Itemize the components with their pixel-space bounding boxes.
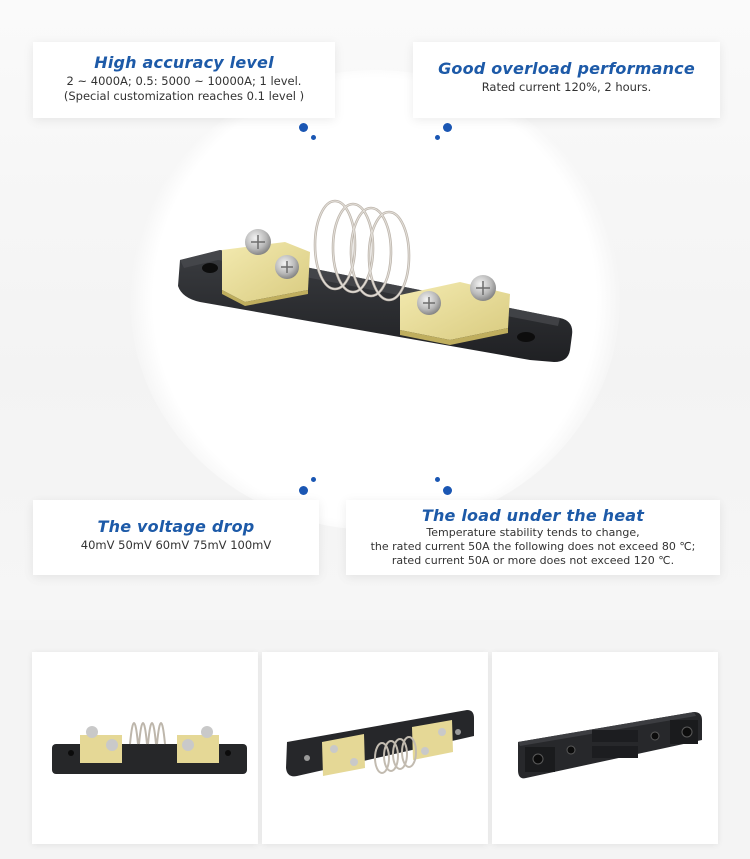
thumbnail-angled-top-view[interactable] bbox=[262, 652, 488, 844]
connector-dot-icon bbox=[443, 486, 452, 495]
feature-text: the rated current 50A the following does… bbox=[370, 540, 696, 553]
feature-text: (Special customization reaches 0.1 level… bbox=[63, 89, 305, 103]
feature-card-overload: Good overload performance Rated current … bbox=[413, 42, 720, 118]
feature-text: 40mV 50mV 60mV 75mV 100mV bbox=[80, 538, 272, 552]
feature-title: The voltage drop bbox=[97, 517, 255, 536]
feature-text: rated current 50A or more does not excee… bbox=[391, 554, 675, 567]
thumbnail-base-bottom-view[interactable] bbox=[492, 652, 718, 844]
connector-dot-icon bbox=[435, 477, 440, 482]
shunt-angled-view-icon bbox=[286, 710, 474, 777]
connector-dot-icon bbox=[311, 135, 316, 140]
shunt-base-view-icon bbox=[518, 712, 702, 779]
connector-dot-icon bbox=[443, 123, 452, 132]
shunt-resistor-icon bbox=[178, 199, 573, 362]
thumbnail-front-view[interactable] bbox=[32, 652, 258, 844]
feature-title: High accuracy level bbox=[94, 53, 274, 72]
feature-title: The load under the heat bbox=[421, 506, 645, 525]
connector-dot-icon bbox=[299, 123, 308, 132]
feature-text: 2 ~ 4000A; 0.5: 5000 ~ 10000A; 1 level. bbox=[66, 74, 302, 88]
feature-card-accuracy: High accuracy level 2 ~ 4000A; 0.5: 5000… bbox=[33, 42, 335, 118]
connector-dot-icon bbox=[299, 486, 308, 495]
feature-text: Rated current 120%, 2 hours. bbox=[481, 80, 652, 94]
connector-dot-icon bbox=[311, 477, 316, 482]
feature-text: Temperature stability tends to change, bbox=[426, 526, 640, 539]
feature-card-voltage-drop: The voltage drop 40mV 50mV 60mV 75mV 100… bbox=[33, 500, 319, 575]
feature-card-heat-load: The load under the heat Temperature stab… bbox=[346, 500, 720, 575]
shunt-front-view-icon bbox=[52, 722, 247, 774]
hero-product-image bbox=[160, 190, 580, 375]
connector-dot-icon bbox=[435, 135, 440, 140]
feature-title: Good overload performance bbox=[438, 59, 695, 78]
